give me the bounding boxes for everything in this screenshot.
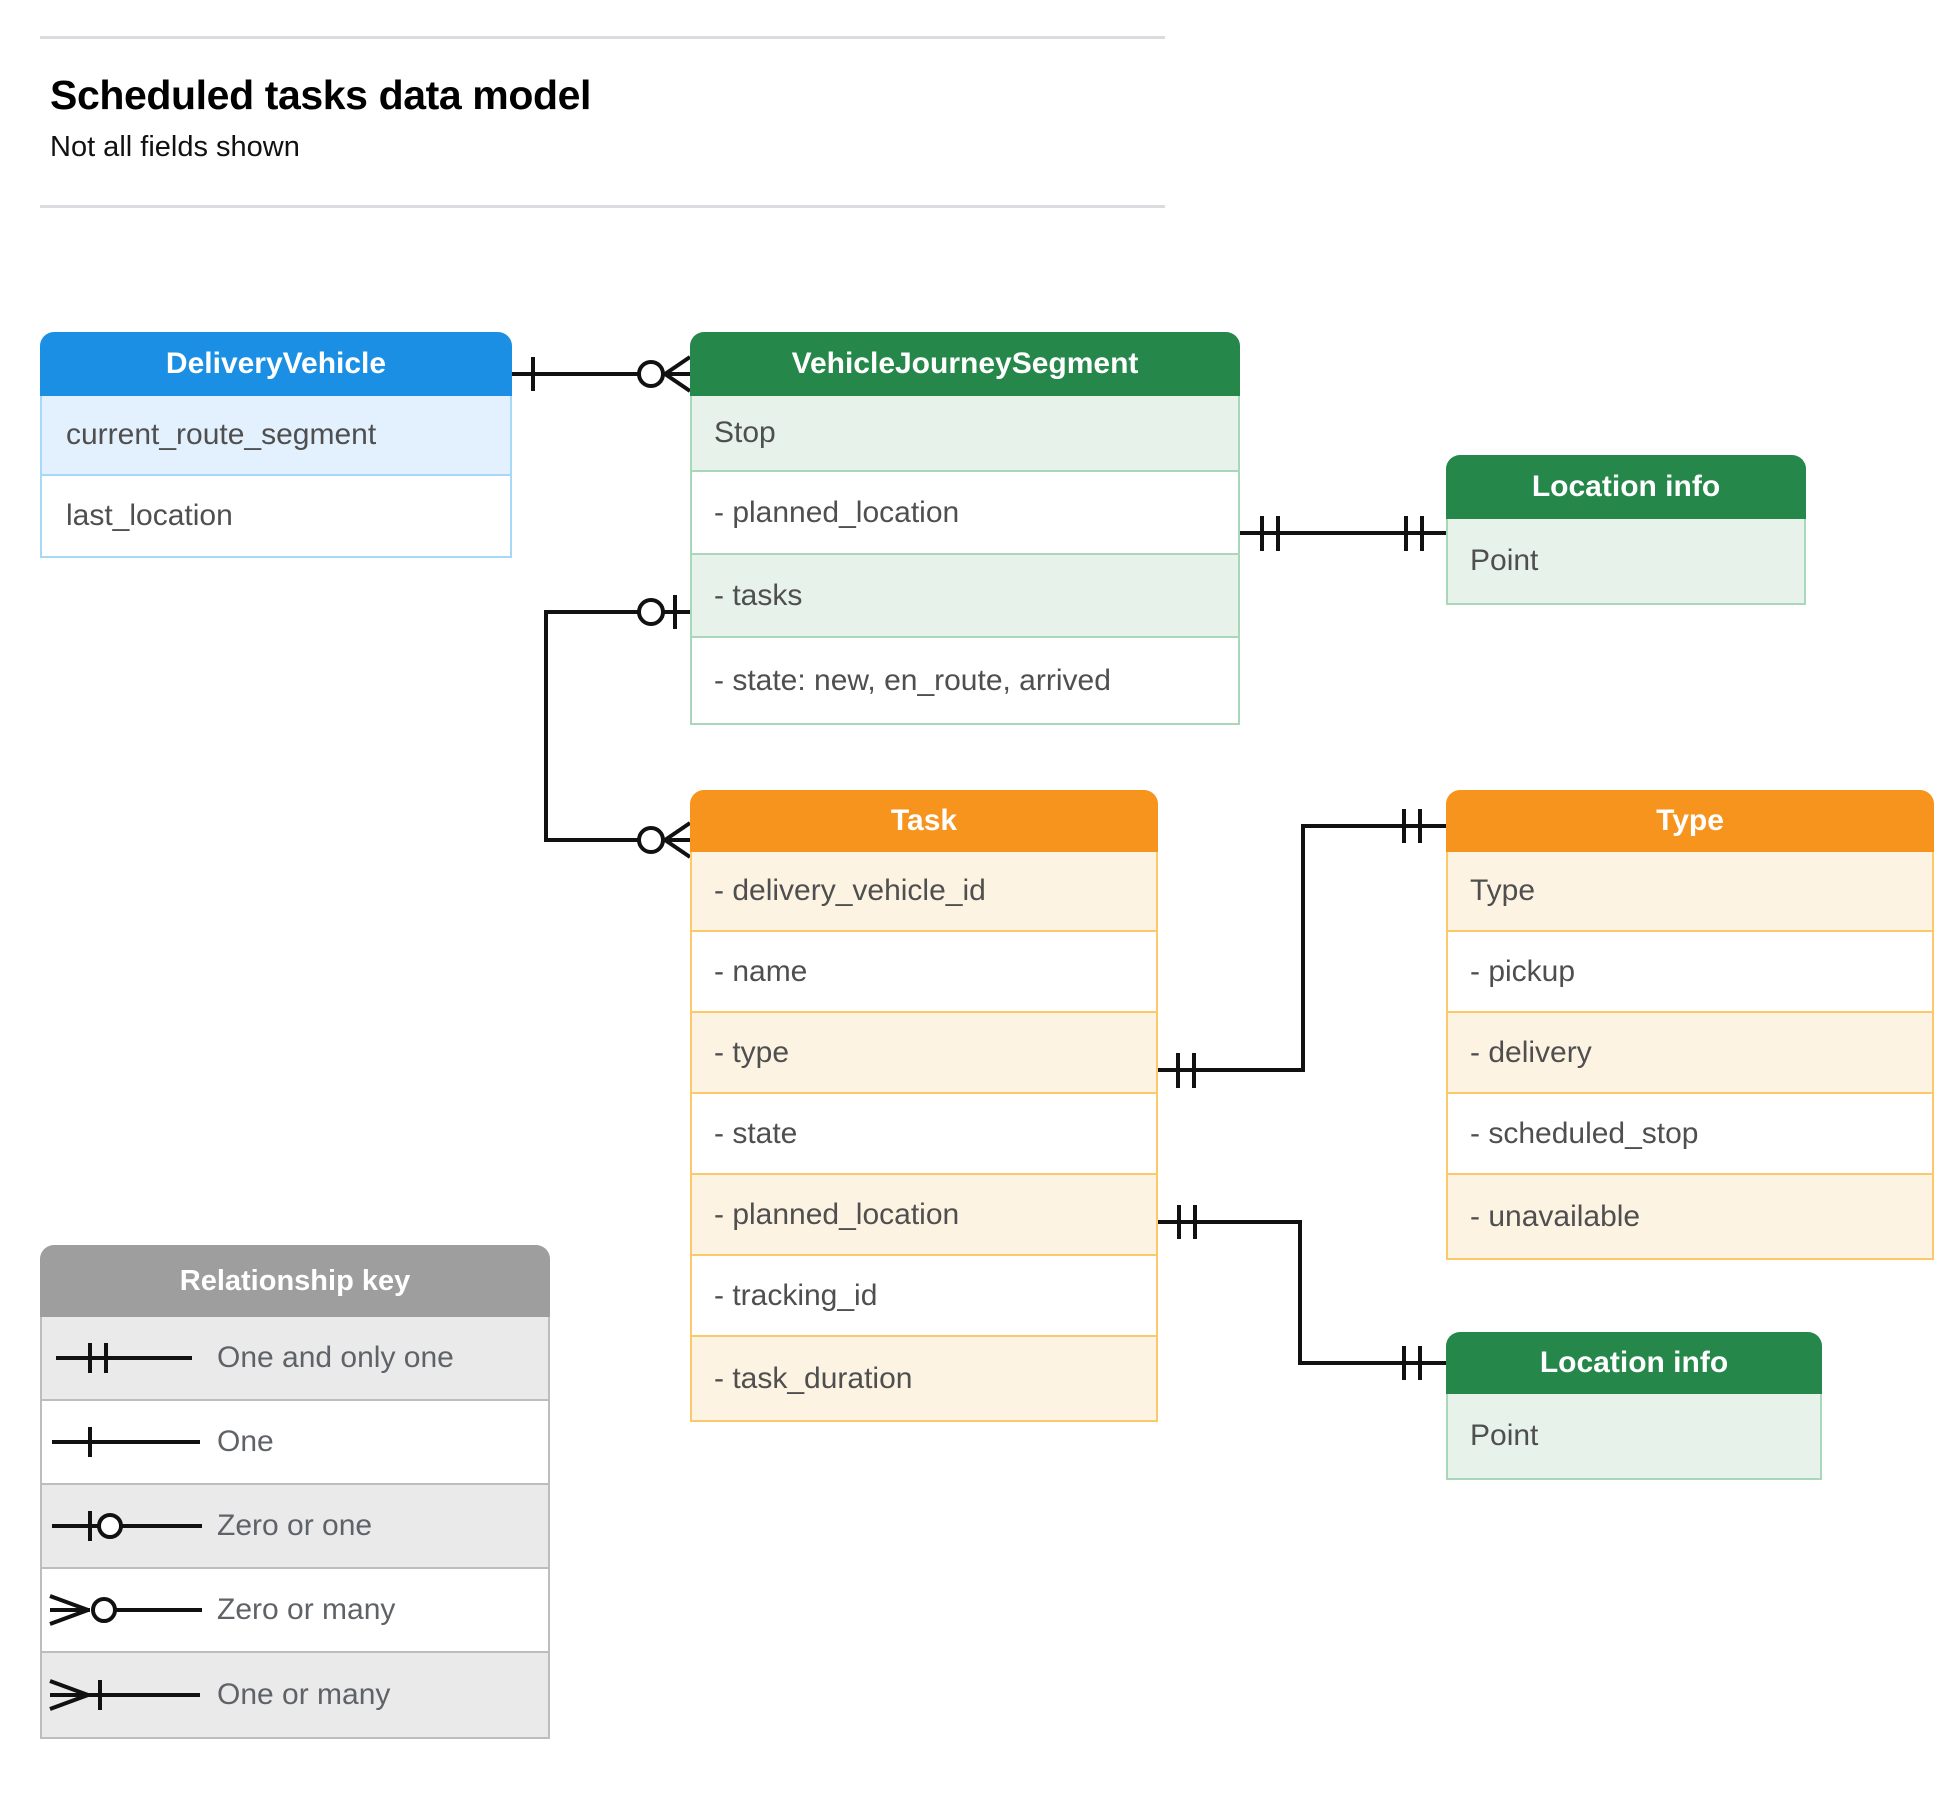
field-row: - name <box>692 932 1156 1013</box>
legend-body: One and only one One Zero or one <box>40 1317 550 1739</box>
field-row: Point <box>1448 1394 1820 1478</box>
field-row: - planned_location <box>692 1175 1156 1256</box>
field-row: - scheduled_stop <box>1448 1094 1932 1175</box>
connector-vjs-locationinfo-top <box>1240 516 1446 551</box>
field-row: - planned_location <box>692 472 1238 555</box>
connector-vjs-tasks-task <box>544 595 692 859</box>
entity-task-title: Task <box>690 790 1158 852</box>
entity-location-info-top-title: Location info <box>1446 455 1806 519</box>
legend-item-label: One or many <box>217 1678 391 1711</box>
legend-item-label: Zero or many <box>217 1593 396 1626</box>
one-and-only-one-icon <box>42 1338 217 1378</box>
entity-vehicle-journey-segment[interactable]: VehicleJourneySegment Stop - planned_loc… <box>690 332 1240 725</box>
zero-or-many-icon <box>42 1590 217 1630</box>
connector-task-type <box>1158 809 1446 1088</box>
field-row: Stop <box>692 396 1238 472</box>
header-divider-top <box>40 36 1165 39</box>
one-icon <box>42 1422 217 1462</box>
field-row: - tasks <box>692 555 1238 638</box>
entity-type-body: Type - pickup - delivery - scheduled_sto… <box>1446 852 1934 1260</box>
field-row: - task_duration <box>692 1337 1156 1420</box>
page-subtitle: Not all fields shown <box>50 131 300 163</box>
legend-item: One or many <box>42 1653 548 1737</box>
entity-location-info-bottom-title: Location info <box>1446 1332 1822 1394</box>
entity-vehicle-journey-segment-title: VehicleJourneySegment <box>690 332 1240 396</box>
connector-task-locationinfo-bottom <box>1158 1205 1446 1380</box>
entity-delivery-vehicle-title: DeliveryVehicle <box>40 332 512 396</box>
field-row: - state: new, en_route, arrived <box>714 663 1111 697</box>
field-row: Point <box>1448 519 1804 603</box>
field-row: Type <box>1448 852 1932 932</box>
zero-or-one-icon <box>42 1506 217 1546</box>
entity-delivery-vehicle-body: current_route_segment last_location <box>40 396 512 558</box>
field-row: - unavailable <box>1448 1175 1932 1258</box>
entity-location-info-bottom-body: Point <box>1446 1394 1822 1480</box>
entity-delivery-vehicle[interactable]: DeliveryVehicle current_route_segment la… <box>40 332 512 558</box>
legend-relationship-key[interactable]: Relationship key One and only one One <box>40 1245 550 1739</box>
one-or-many-icon <box>42 1675 217 1715</box>
legend-item-label: Zero or one <box>217 1509 373 1542</box>
entity-task[interactable]: Task - delivery_vehicle_id - name - type… <box>690 790 1158 1422</box>
page-title: Scheduled tasks data model <box>50 72 591 118</box>
legend-item: One and only one <box>42 1317 548 1401</box>
legend-title: Relationship key <box>40 1245 550 1317</box>
field-row: last_location <box>66 499 233 532</box>
field-row: - state <box>692 1094 1156 1175</box>
entity-task-body: - delivery_vehicle_id - name - type - st… <box>690 852 1158 1422</box>
entity-location-info-top-body: Point <box>1446 519 1806 605</box>
legend-item: Zero or many <box>42 1569 548 1653</box>
entity-location-info-top[interactable]: Location info Point <box>1446 455 1806 605</box>
entity-type[interactable]: Type Type - pickup - delivery - schedule… <box>1446 790 1934 1260</box>
field-row: - pickup <box>1448 932 1932 1013</box>
legend-item: One <box>42 1401 548 1485</box>
legend-item: Zero or one <box>42 1485 548 1569</box>
entity-vehicle-journey-segment-body: Stop - planned_location - tasks - state:… <box>690 396 1240 725</box>
legend-item-label: One and only one <box>217 1341 454 1374</box>
entity-location-info-bottom[interactable]: Location info Point <box>1446 1332 1822 1480</box>
entity-type-title: Type <box>1446 790 1934 852</box>
legend-item-label: One <box>217 1425 274 1458</box>
connector-deliveryvehicle-vehiclejourneysegment <box>512 355 692 393</box>
field-row: current_route_segment <box>42 396 510 476</box>
field-row: - delivery_vehicle_id <box>692 852 1156 932</box>
field-row: - delivery <box>1448 1013 1932 1094</box>
field-row: - type <box>692 1013 1156 1094</box>
field-row: - tracking_id <box>692 1256 1156 1337</box>
header-divider-bottom <box>40 205 1165 208</box>
